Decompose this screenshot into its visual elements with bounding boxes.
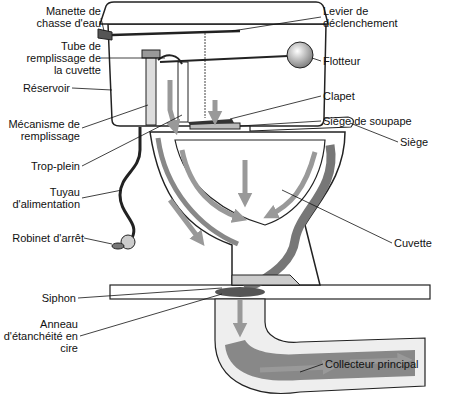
leader-line bbox=[82, 190, 122, 198]
leader-line bbox=[300, 364, 323, 372]
part-label: Flotteur bbox=[323, 55, 443, 67]
fill-valve bbox=[146, 55, 156, 125]
part-label: Anneau d'étanchéité en cire bbox=[0, 318, 78, 354]
leader-line bbox=[82, 105, 148, 128]
part-label: Tube de remplissage de la cuvette bbox=[20, 40, 101, 76]
part-label: Levier de déclenchement bbox=[323, 5, 423, 29]
overflow-tube bbox=[178, 62, 188, 122]
flow-arrow bbox=[238, 300, 243, 330]
flush-handle bbox=[98, 29, 112, 40]
flow-arrow bbox=[243, 160, 248, 200]
leader-line bbox=[84, 238, 112, 244]
part-label: Mécanisme de remplissage bbox=[0, 118, 80, 142]
trip-lever bbox=[112, 31, 240, 35]
part-label: Manette de chasse d'eau bbox=[25, 5, 101, 29]
flow-arrow bbox=[213, 100, 218, 118]
tank bbox=[108, 24, 326, 126]
chain bbox=[205, 33, 206, 118]
part-label: Collecteur principal bbox=[325, 358, 447, 370]
part-label: Réservoir bbox=[0, 82, 70, 94]
floor bbox=[110, 285, 430, 299]
bowl-base bbox=[232, 275, 300, 285]
leader-line bbox=[312, 58, 321, 61]
wax-ring bbox=[215, 287, 265, 297]
valve-handle bbox=[112, 243, 124, 249]
leader-line bbox=[101, 18, 104, 31]
leader-lines bbox=[72, 17, 398, 372]
leader-line bbox=[230, 96, 321, 119]
flow-arrow bbox=[270, 152, 315, 215]
float-ball bbox=[287, 42, 313, 68]
refill-tube bbox=[158, 55, 182, 64]
leader-line bbox=[240, 121, 321, 126]
part-label: Clapet bbox=[323, 90, 443, 102]
leader-line bbox=[72, 88, 112, 90]
drain-pipe bbox=[215, 299, 425, 393]
flapper bbox=[188, 119, 234, 125]
flow-arrow bbox=[260, 367, 330, 370]
tank-lid bbox=[100, 2, 328, 24]
leader-line bbox=[82, 115, 182, 166]
part-label: Cuvette bbox=[394, 237, 450, 249]
flow-arrow bbox=[182, 150, 240, 218]
flow-arrow bbox=[170, 200, 200, 240]
leader-line bbox=[78, 288, 222, 298]
fill-valve-cap bbox=[142, 50, 160, 58]
leader-line bbox=[80, 294, 222, 336]
part-label: Tuyau d'alimentation bbox=[0, 186, 80, 210]
part-label: Siège bbox=[400, 136, 450, 148]
part-label: Robinet d'arrêt bbox=[0, 232, 84, 244]
leader-line bbox=[101, 58, 165, 59]
part-label: Siphon bbox=[0, 292, 76, 304]
bowl-interior bbox=[175, 140, 325, 225]
leader-line bbox=[282, 190, 392, 243]
supply-pipe bbox=[120, 127, 140, 238]
part-label: Siège de soupape bbox=[323, 115, 448, 127]
leader-line bbox=[232, 17, 321, 31]
part-label: Trop-plein bbox=[0, 160, 80, 172]
